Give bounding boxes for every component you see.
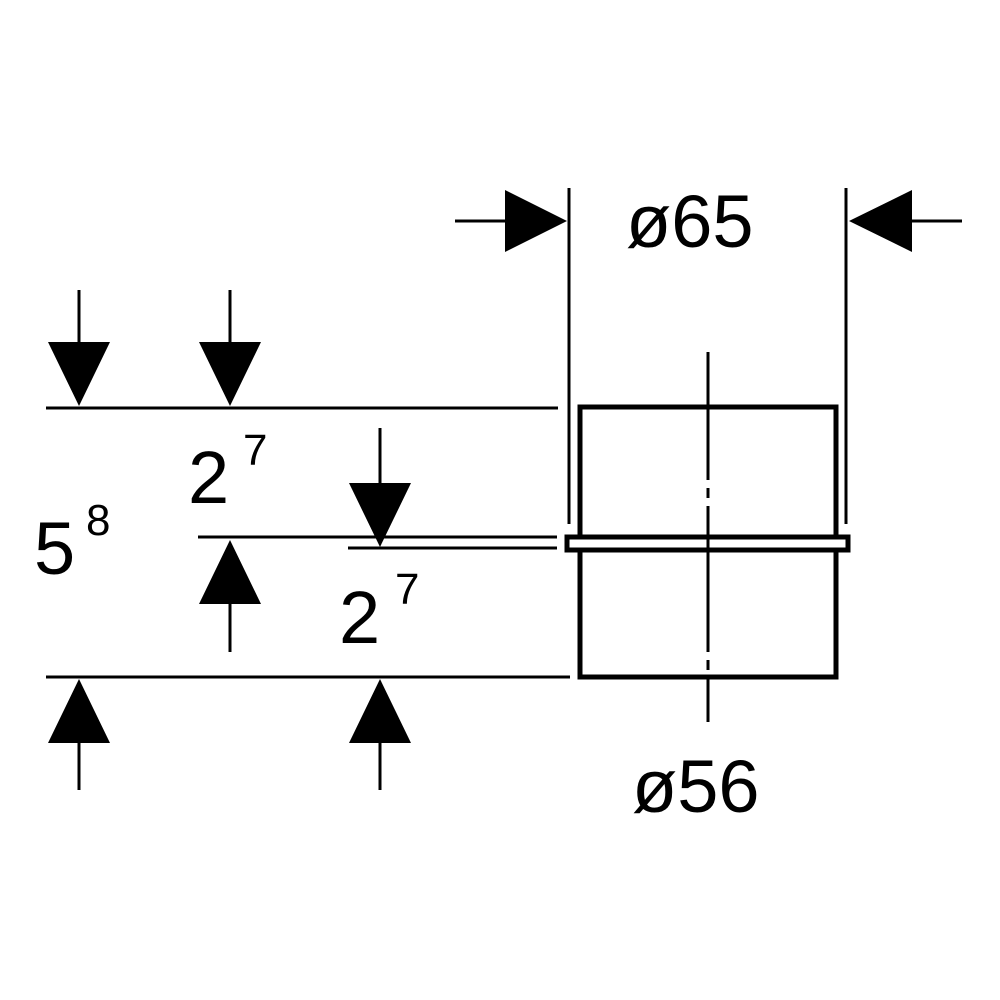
total-height-label: 5	[34, 507, 75, 590]
arrow-down-icon	[48, 342, 110, 406]
outer-diameter-dimension	[455, 188, 962, 524]
upper-height-label: 2	[188, 436, 229, 519]
total-height-superscript: 8	[86, 496, 110, 545]
upper-height-superscript: 7	[243, 426, 267, 475]
inner-diameter-label: ø56	[632, 745, 760, 828]
height-extension-lines	[46, 406, 570, 679]
outer-diameter-label: ø65	[626, 180, 754, 263]
arrow-up-icon	[349, 679, 411, 743]
arrow-up-icon	[48, 679, 110, 743]
lower-height-superscript: 7	[395, 565, 419, 614]
lower-height-label: 2	[339, 576, 380, 659]
arrow-down-icon	[199, 342, 261, 406]
arrow-up-icon	[199, 540, 261, 604]
arrow-down-icon	[349, 483, 411, 547]
total-height-dimension	[48, 290, 110, 790]
upper-height-dimension	[199, 290, 261, 652]
arrow-left-icon	[849, 190, 912, 252]
arrow-right-icon	[505, 190, 567, 252]
lower-height-dimension	[349, 428, 411, 790]
